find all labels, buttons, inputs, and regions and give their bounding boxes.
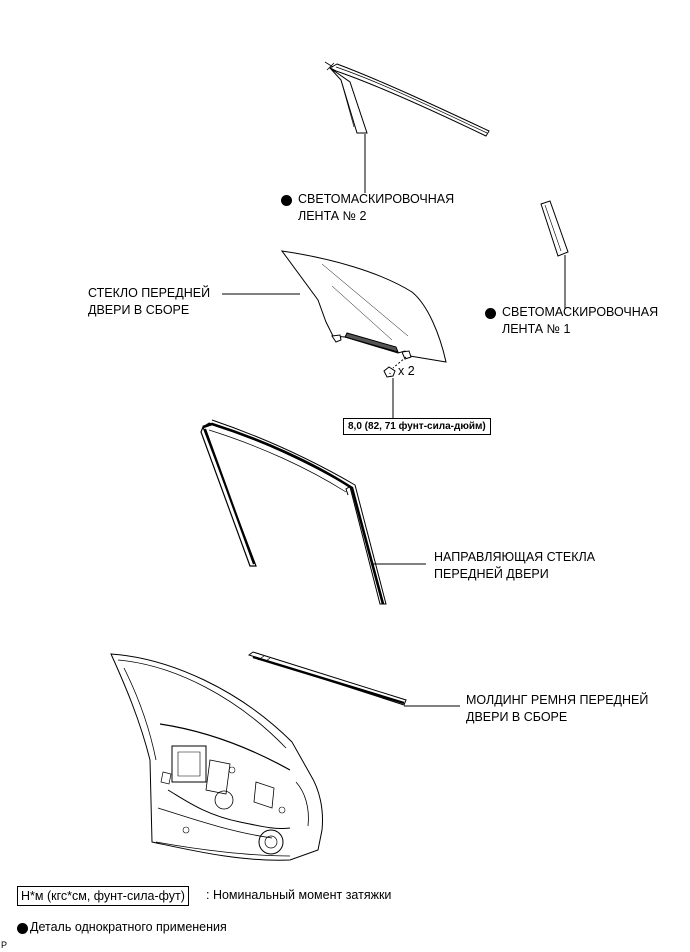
front-door-belt-molding-part [247,651,460,707]
legend-single-use-icon [17,923,28,934]
glass-run-label: НАПРАВЛЯЮЩАЯ СТЕКЛА ПЕРЕДНЕЙ ДВЕРИ [434,549,595,583]
glass-run-label-line1: НАПРАВЛЯЮЩАЯ СТЕКЛА [434,550,596,564]
light-shielding-tape-2-part [324,61,490,193]
tape-1-label-line2: ЛЕНТА № 1 [502,322,571,336]
glass-run-label-line2: ПЕРЕДНЕЙ ДВЕРИ [434,567,549,581]
glass-label: СТЕКЛО ПЕРЕДНЕЙ ДВЕРИ В СБОРЕ [88,285,210,319]
single-use-bullet-icon [485,308,496,319]
molding-label: МОЛДИНГ РЕМНЯ ПЕРЕДНЕЙ ДВЕРИ В СБОРЕ [466,692,648,726]
tape-2-label-line2: ЛЕНТА № 2 [298,209,367,223]
tape-2-label-line1: СВЕТОМАСКИРОВОЧНАЯ [298,192,455,206]
bolt-part [383,356,407,418]
torque-spec-box: 8,0 (82, 71 фунт-сила-дюйм) [343,418,491,435]
tape-2-label: СВЕТОМАСКИРОВОЧНАЯ ЛЕНТА № 2 [298,191,454,225]
legend-torque-unit-box: Н*м (кгс*см, фунт-сила-фут) [17,886,189,906]
legend-single-use-text: Деталь однократного применения [30,920,227,934]
glass-label-line1: СТЕКЛО ПЕРЕДНЕЙ [88,286,211,300]
light-shielding-tape-1-part [540,200,569,309]
legend-torque-text: : Номинальный момент затяжки [206,888,392,902]
figure-id: P [1,940,8,950]
bolt-count: x 2 [398,364,415,378]
molding-label-line2: ДВЕРИ В СБОРЕ [466,710,568,724]
tape-1-label-line1: СВЕТОМАСКИРОВОЧНАЯ [502,305,659,319]
front-door-glass-run-part [200,419,426,605]
single-use-bullet-icon [281,195,292,206]
glass-label-line2: ДВЕРИ В СБОРЕ [88,303,190,317]
tape-1-label: СВЕТОМАСКИРОВОЧНАЯ ЛЕНТА № 1 [502,304,658,338]
molding-label-line1: МОЛДИНГ РЕМНЯ ПЕРЕДНЕЙ [466,693,649,707]
front-door-panel-part [110,653,323,861]
front-door-glass-part [222,250,447,363]
